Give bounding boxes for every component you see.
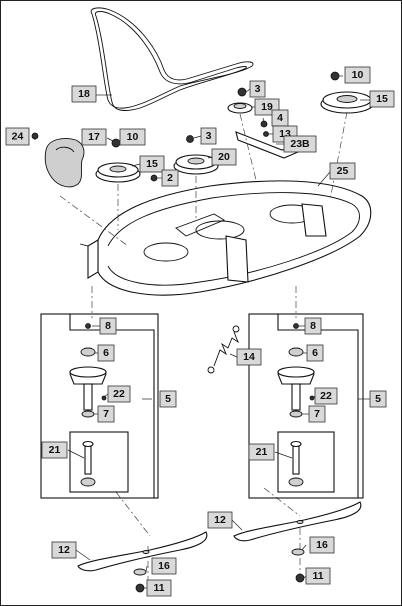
tension-spring bbox=[207, 325, 240, 374]
callout-11-right: 11 bbox=[305, 567, 331, 585]
callout-10-top-label: 10 bbox=[352, 69, 364, 81]
callout-13-label: 13 bbox=[279, 128, 291, 140]
callout-10-top: 10 bbox=[344, 66, 371, 84]
callout-5-right-label: 5 bbox=[375, 393, 381, 405]
callout-7-left-label: 7 bbox=[103, 408, 109, 420]
callout-7-left: 7 bbox=[97, 405, 115, 423]
callout-2: 2 bbox=[161, 169, 179, 187]
callout-14: 14 bbox=[236, 348, 262, 366]
idler-pulley bbox=[227, 87, 253, 114]
callout-18: 18 bbox=[71, 85, 97, 103]
callout-12-left: 12 bbox=[51, 541, 77, 559]
callout-3-top-label: 3 bbox=[255, 83, 261, 95]
spindle-assembly-left bbox=[40, 313, 159, 499]
callout-22-right: 22 bbox=[314, 387, 338, 405]
callout-11-right-label: 11 bbox=[312, 570, 323, 582]
spindle-pulley-left bbox=[95, 138, 141, 183]
callout-22-left: 22 bbox=[107, 385, 131, 403]
callout-11-left: 11 bbox=[146, 579, 172, 597]
callout-14-label: 14 bbox=[243, 351, 255, 363]
callout-22-left-label: 22 bbox=[113, 388, 125, 400]
callout-3-middle-label: 3 bbox=[206, 130, 212, 142]
callout-25: 25 bbox=[329, 162, 356, 180]
callout-24: 24 bbox=[5, 127, 30, 146]
callout-18-label: 18 bbox=[78, 88, 90, 100]
callout-17-label: 17 bbox=[88, 131, 100, 143]
drive-belt bbox=[90, 7, 254, 111]
callout-19-label: 19 bbox=[261, 101, 273, 113]
idler-bracket bbox=[235, 120, 299, 159]
callout-5-right: 5 bbox=[369, 390, 387, 408]
callout-3-middle: 3 bbox=[200, 127, 217, 145]
callout-12-right-label: 12 bbox=[214, 514, 226, 526]
callout-21-left: 21 bbox=[41, 441, 68, 459]
callout-6-right-label: 6 bbox=[312, 347, 318, 359]
callout-17: 17 bbox=[81, 128, 107, 146]
callout-6-left-label: 6 bbox=[103, 347, 109, 359]
callout-12-left-label: 12 bbox=[58, 544, 70, 556]
callout-15-right: 15 bbox=[369, 90, 395, 108]
callout-7-right-label: 7 bbox=[314, 408, 320, 420]
callout-5-left: 5 bbox=[159, 390, 177, 408]
spindle-assembly-right bbox=[248, 313, 364, 499]
callout-10-left: 10 bbox=[119, 128, 146, 146]
callout-16-right-label: 16 bbox=[316, 539, 328, 551]
callout-6-left: 6 bbox=[97, 344, 115, 362]
callout-24-label: 24 bbox=[12, 131, 24, 143]
callout-25-label: 25 bbox=[337, 165, 349, 177]
callout-11-left-label: 11 bbox=[153, 582, 164, 594]
callout-2-label: 2 bbox=[167, 172, 173, 184]
belt-guard bbox=[31, 132, 85, 188]
callout-5-left-label: 5 bbox=[165, 393, 171, 405]
callout-21-right-label: 21 bbox=[256, 446, 268, 458]
callout-16-left-label: 16 bbox=[158, 560, 170, 572]
callout-23b: 23B bbox=[283, 135, 317, 153]
callout-8-right-label: 8 bbox=[310, 320, 316, 332]
mower-deck bbox=[79, 180, 372, 296]
callout-3-top: 3 bbox=[249, 80, 266, 98]
callout-8-right: 8 bbox=[304, 317, 322, 335]
callout-21-right: 21 bbox=[248, 443, 275, 461]
callout-10-left-label: 10 bbox=[127, 131, 139, 143]
callout-4: 4 bbox=[271, 109, 289, 127]
callout-21-left-label: 21 bbox=[49, 444, 61, 456]
callout-4-label: 4 bbox=[277, 112, 283, 124]
callout-22-right-label: 22 bbox=[320, 390, 332, 402]
callout-6-right: 6 bbox=[306, 344, 324, 362]
callout-8-left: 8 bbox=[99, 317, 117, 335]
callout-16-right: 16 bbox=[309, 536, 335, 554]
callout-12-right: 12 bbox=[207, 511, 233, 529]
callout-7-right: 7 bbox=[308, 405, 326, 423]
mower-blade-right bbox=[233, 501, 362, 583]
callout-20: 20 bbox=[211, 148, 237, 166]
leader-lines bbox=[34, 75, 370, 589]
mower-blade-left bbox=[77, 531, 208, 593]
callout-15-right-label: 15 bbox=[376, 93, 388, 105]
center-pulley bbox=[150, 135, 219, 182]
callout-20-label: 20 bbox=[218, 151, 230, 163]
callout-23b-label: 23B bbox=[290, 138, 310, 150]
callout-8-left-label: 8 bbox=[105, 320, 111, 332]
callout-16-left: 16 bbox=[151, 557, 177, 575]
callout-15-left: 15 bbox=[139, 155, 165, 173]
callout-15-left-label: 15 bbox=[146, 158, 158, 170]
